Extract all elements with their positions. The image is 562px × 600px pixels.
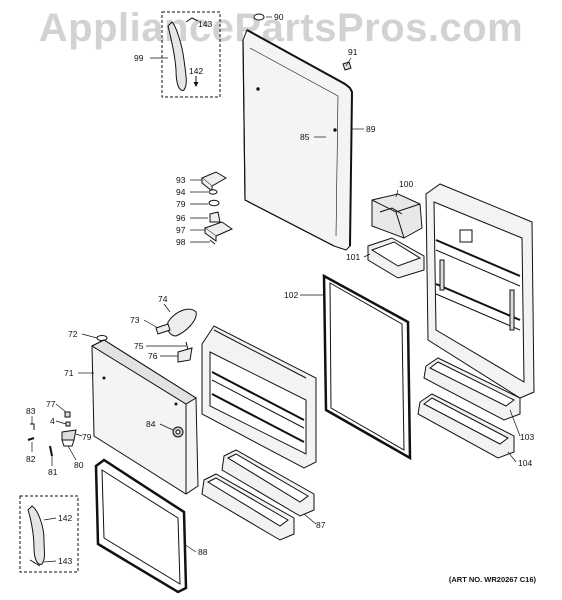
callout-73: 73	[130, 315, 140, 325]
callout-82: 82	[26, 454, 36, 464]
callout-88: 88	[198, 547, 208, 557]
callout-87: 87	[316, 520, 326, 530]
callout-104: 104	[518, 458, 532, 468]
upper-door	[242, 13, 354, 251]
callout-98: 98	[176, 237, 186, 247]
watermark: AppliancePartsPros.com	[38, 6, 524, 50]
drawer-handle-parts	[96, 308, 197, 363]
callout-81: 81	[48, 467, 58, 477]
dairy-bin	[371, 193, 423, 239]
callout-103: 103	[520, 432, 534, 442]
callout-74: 74	[158, 294, 168, 304]
gasket-upper	[322, 273, 412, 461]
callout-102: 102	[284, 290, 298, 300]
callout-90: 90	[274, 12, 284, 22]
callout-80: 80	[74, 460, 84, 470]
callout-71: 71	[64, 368, 74, 378]
callout-96: 96	[176, 213, 186, 223]
door-shelf-small	[367, 237, 425, 279]
callout-76: 76	[148, 351, 158, 361]
callout-72: 72	[68, 329, 78, 339]
callout-94: 94	[176, 187, 186, 197]
callout-142-bottom: 142	[58, 513, 72, 523]
callout-labels: 90 91 99 143 142 89 85 93 94 79 96 97 98…	[26, 12, 534, 566]
handle-kit-top	[161, 11, 221, 98]
callout-100: 100	[399, 179, 413, 189]
callout-99: 99	[134, 53, 144, 63]
callout-79-top: 79	[176, 199, 186, 209]
gasket-lower	[94, 458, 188, 594]
callout-142-top: 142	[189, 66, 203, 76]
leader-lines	[31, 16, 521, 563]
callout-101: 101	[346, 252, 360, 262]
door-shelves-right	[417, 357, 521, 459]
callout-79-bottom: 79	[82, 432, 92, 442]
callout-84: 84	[146, 419, 156, 429]
callout-75: 75	[134, 341, 144, 351]
callout-77: 77	[46, 399, 56, 409]
callout-85: 85	[300, 132, 310, 142]
callout-4: 4	[50, 416, 55, 426]
freezer-baskets	[201, 449, 315, 541]
callout-97: 97	[176, 225, 186, 235]
drawer-frame	[201, 325, 317, 469]
freezer-drawer-front	[90, 339, 199, 495]
callout-143-top: 143	[198, 19, 212, 29]
handle-kit-bottom	[19, 495, 79, 573]
callout-83: 83	[26, 406, 36, 416]
drawer-small-parts	[27, 411, 77, 457]
callout-89: 89	[366, 124, 376, 134]
callout-143-bottom: 143	[58, 556, 72, 566]
callout-91: 91	[348, 47, 358, 57]
door-liner-right	[425, 183, 535, 399]
callout-93: 93	[176, 175, 186, 185]
hinge-parts	[201, 171, 234, 245]
art-number: (ART NO. WR20267 C16)	[448, 575, 536, 584]
